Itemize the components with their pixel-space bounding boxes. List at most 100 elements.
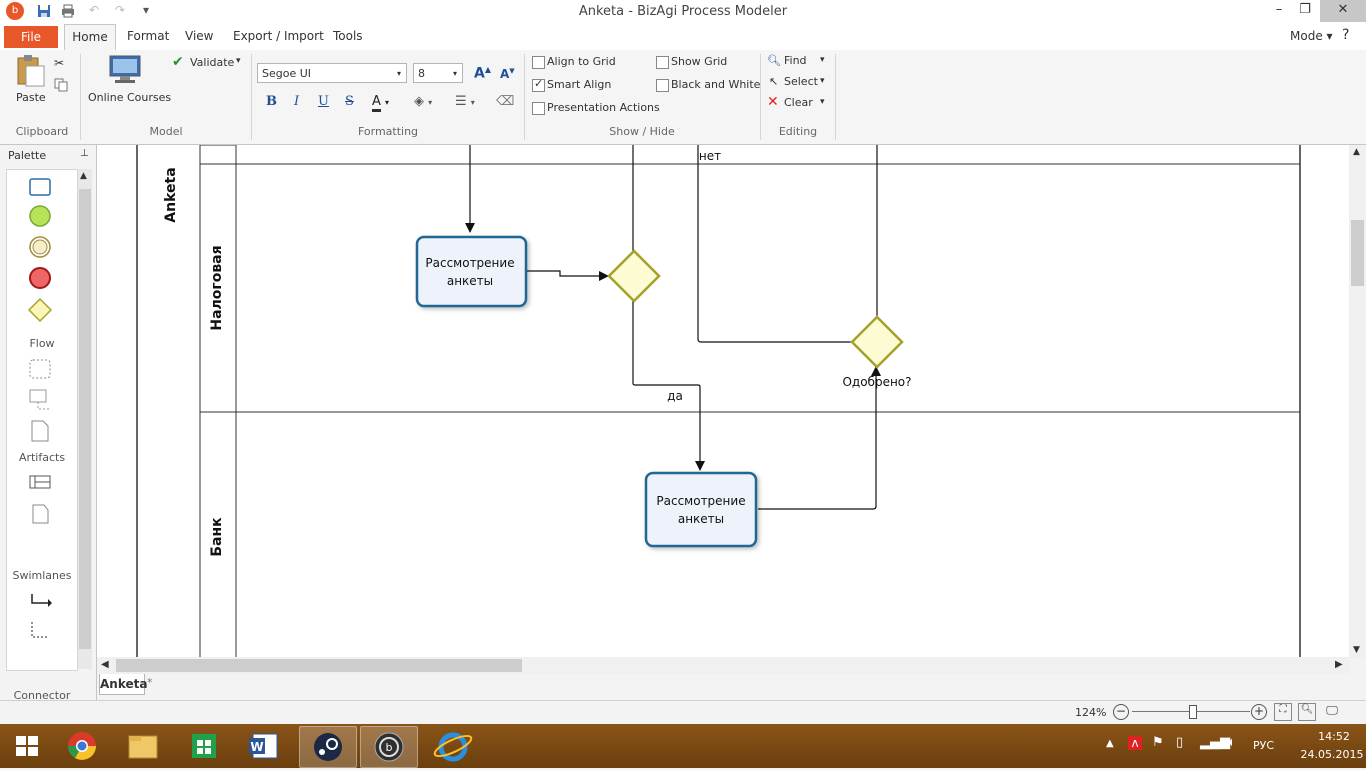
validate-icon[interactable]: ✔ xyxy=(172,54,184,70)
font-family-select[interactable]: Segoe UI▾ xyxy=(257,63,407,83)
zoom-in-icon[interactable]: + xyxy=(1251,704,1267,720)
chrome-icon[interactable] xyxy=(54,726,110,766)
restore-icon[interactable]: ❐ xyxy=(1299,2,1311,17)
store-icon[interactable] xyxy=(176,726,232,766)
pin-icon[interactable]: ⊥ xyxy=(80,148,89,159)
vertical-scrollbar[interactable]: ▲ ▼ xyxy=(1349,145,1366,658)
task-review-tax[interactable]: Рассмотрение анкеты xyxy=(415,235,528,308)
vertical-scroll-thumb[interactable] xyxy=(1351,220,1364,286)
association-flow-icon[interactable] xyxy=(28,619,52,643)
file-explorer-icon[interactable] xyxy=(115,726,171,766)
zoom-tool-icon[interactable]: 🔍︎ xyxy=(1298,703,1316,721)
pool-shape-icon[interactable] xyxy=(28,470,52,494)
fill-color-icon[interactable]: ◈ ▾ xyxy=(414,94,433,109)
shrink-font-icon[interactable]: A▼ xyxy=(500,67,515,81)
font-color-button[interactable]: A ▾ xyxy=(372,94,389,112)
show-grid-checkbox[interactable] xyxy=(656,56,669,69)
scroll-down-icon[interactable]: ▼ xyxy=(1353,645,1360,655)
black-and-white-checkbox[interactable] xyxy=(656,79,669,92)
diagram-canvas[interactable]: Anketa Налоговая Банк нет да Рассмотрени… xyxy=(97,145,1350,658)
clear-icon[interactable]: ✕ xyxy=(767,94,779,110)
validate-button[interactable]: Validate xyxy=(190,56,235,69)
sequence-flow-icon[interactable] xyxy=(28,591,52,615)
group-shape-icon[interactable] xyxy=(28,387,52,411)
clock-date[interactable]: 24.05.2015 xyxy=(1300,748,1364,761)
undo-icon[interactable]: ↶ xyxy=(88,3,100,17)
font-size-select[interactable]: 8▾ xyxy=(413,63,463,83)
network-signal-icon[interactable]: ▂▄▆ xyxy=(1200,735,1230,750)
grow-font-icon[interactable]: A▲ xyxy=(474,65,491,82)
antivirus-tray-icon[interactable]: ᴧ xyxy=(1128,736,1142,750)
minimize-icon[interactable]: – xyxy=(1275,2,1283,17)
tab-file[interactable]: File xyxy=(4,26,58,48)
subprocess-shape-icon[interactable] xyxy=(28,357,52,381)
end-event-icon[interactable] xyxy=(28,266,52,290)
task-review-bank[interactable]: Рассмотрение анкеты xyxy=(644,471,758,548)
save-icon[interactable] xyxy=(36,3,52,19)
start-button[interactable] xyxy=(0,726,56,766)
tab-export-import[interactable]: Export / Import xyxy=(233,29,324,43)
select-dropdown-icon[interactable]: ▾ xyxy=(820,76,825,86)
data-object-icon[interactable] xyxy=(28,419,52,443)
scroll-up-icon[interactable]: ▲ xyxy=(1353,147,1360,157)
word-icon[interactable]: W xyxy=(237,726,293,766)
tab-view[interactable]: View xyxy=(185,29,214,43)
smart-align-checkbox[interactable]: ✓ xyxy=(532,77,545,92)
clock-time[interactable]: 14:52 xyxy=(1318,730,1350,743)
find-dropdown-icon[interactable]: ▾ xyxy=(820,55,825,65)
online-courses-icon[interactable] xyxy=(108,54,142,86)
horizontal-scroll-thumb[interactable] xyxy=(116,659,522,672)
mode-menu[interactable]: Mode ▾ xyxy=(1290,29,1333,43)
bizagi-taskbar-icon[interactable]: b xyxy=(360,726,418,768)
close-icon[interactable]: ✕ xyxy=(1320,0,1366,22)
customize-toolbar-icon[interactable]: ▾ xyxy=(142,3,150,17)
underline-button[interactable]: U xyxy=(318,94,329,109)
copy-icon[interactable] xyxy=(54,78,68,92)
new-doc-tab[interactable]: * xyxy=(147,676,153,689)
annotation-shape-icon[interactable] xyxy=(28,502,52,526)
volume-icon[interactable]: 🔈︎ xyxy=(1228,735,1236,750)
input-language-indicator[interactable]: РУС xyxy=(1253,739,1275,752)
align-to-grid-checkbox[interactable] xyxy=(532,56,545,69)
eraser-icon[interactable]: ⌫ xyxy=(496,94,515,109)
validate-dropdown-icon[interactable]: ▾ xyxy=(236,56,241,66)
presentation-actions-checkbox[interactable] xyxy=(532,102,545,115)
align-icon[interactable]: ☰ ▾ xyxy=(455,94,475,109)
select-button[interactable]: Select xyxy=(784,75,818,88)
zoom-out-icon[interactable]: − xyxy=(1113,704,1129,720)
scroll-up-icon[interactable]: ▲ xyxy=(80,171,87,181)
scroll-right-icon[interactable]: ▶ xyxy=(1335,659,1343,670)
palette-scrollbar[interactable]: ▲ xyxy=(78,169,92,669)
bpmn-diagram[interactable]: Anketa Налоговая Банк нет да Рассмотрени… xyxy=(97,145,1350,658)
palette-scroll-thumb[interactable] xyxy=(79,189,91,649)
bold-button[interactable]: B xyxy=(266,94,277,109)
redo-icon[interactable]: ↷ xyxy=(114,3,126,17)
online-courses-label[interactable]: Online Courses xyxy=(88,91,172,104)
gateway-split[interactable] xyxy=(607,249,661,303)
presentation-mode-icon[interactable]: 🖵 xyxy=(1326,703,1338,717)
find-icon[interactable]: 🔍︎ xyxy=(767,54,781,67)
intermediate-event-icon[interactable] xyxy=(28,235,52,259)
internet-explorer-icon[interactable] xyxy=(425,726,481,766)
clear-button[interactable]: Clear xyxy=(784,96,813,109)
task-shape-icon[interactable] xyxy=(28,175,52,199)
help-icon[interactable]: ? xyxy=(1342,27,1350,43)
action-center-icon[interactable]: ⚑ xyxy=(1152,735,1164,750)
tray-expand-icon[interactable]: ▲ xyxy=(1106,738,1114,749)
fit-to-window-icon[interactable]: ⛶ xyxy=(1274,703,1292,721)
gateway-approved[interactable]: Одобрено? xyxy=(842,315,912,389)
italic-button[interactable]: I xyxy=(294,94,300,109)
tab-home[interactable]: Home xyxy=(64,24,116,51)
find-button[interactable]: Find xyxy=(784,54,807,67)
start-event-icon[interactable] xyxy=(28,204,52,228)
cut-icon[interactable]: ✂ xyxy=(54,56,65,70)
strikethrough-button[interactable]: S xyxy=(345,94,354,109)
battery-icon[interactable]: ▯ xyxy=(1176,735,1184,750)
app-logo-icon[interactable]: b xyxy=(6,2,24,20)
paste-button[interactable] xyxy=(14,54,46,90)
scroll-left-icon[interactable]: ◀ xyxy=(101,659,109,670)
gateway-shape-icon[interactable] xyxy=(27,297,53,323)
tab-format[interactable]: Format xyxy=(127,29,170,43)
tab-tools[interactable]: Tools xyxy=(333,29,363,43)
print-icon[interactable] xyxy=(60,3,76,19)
